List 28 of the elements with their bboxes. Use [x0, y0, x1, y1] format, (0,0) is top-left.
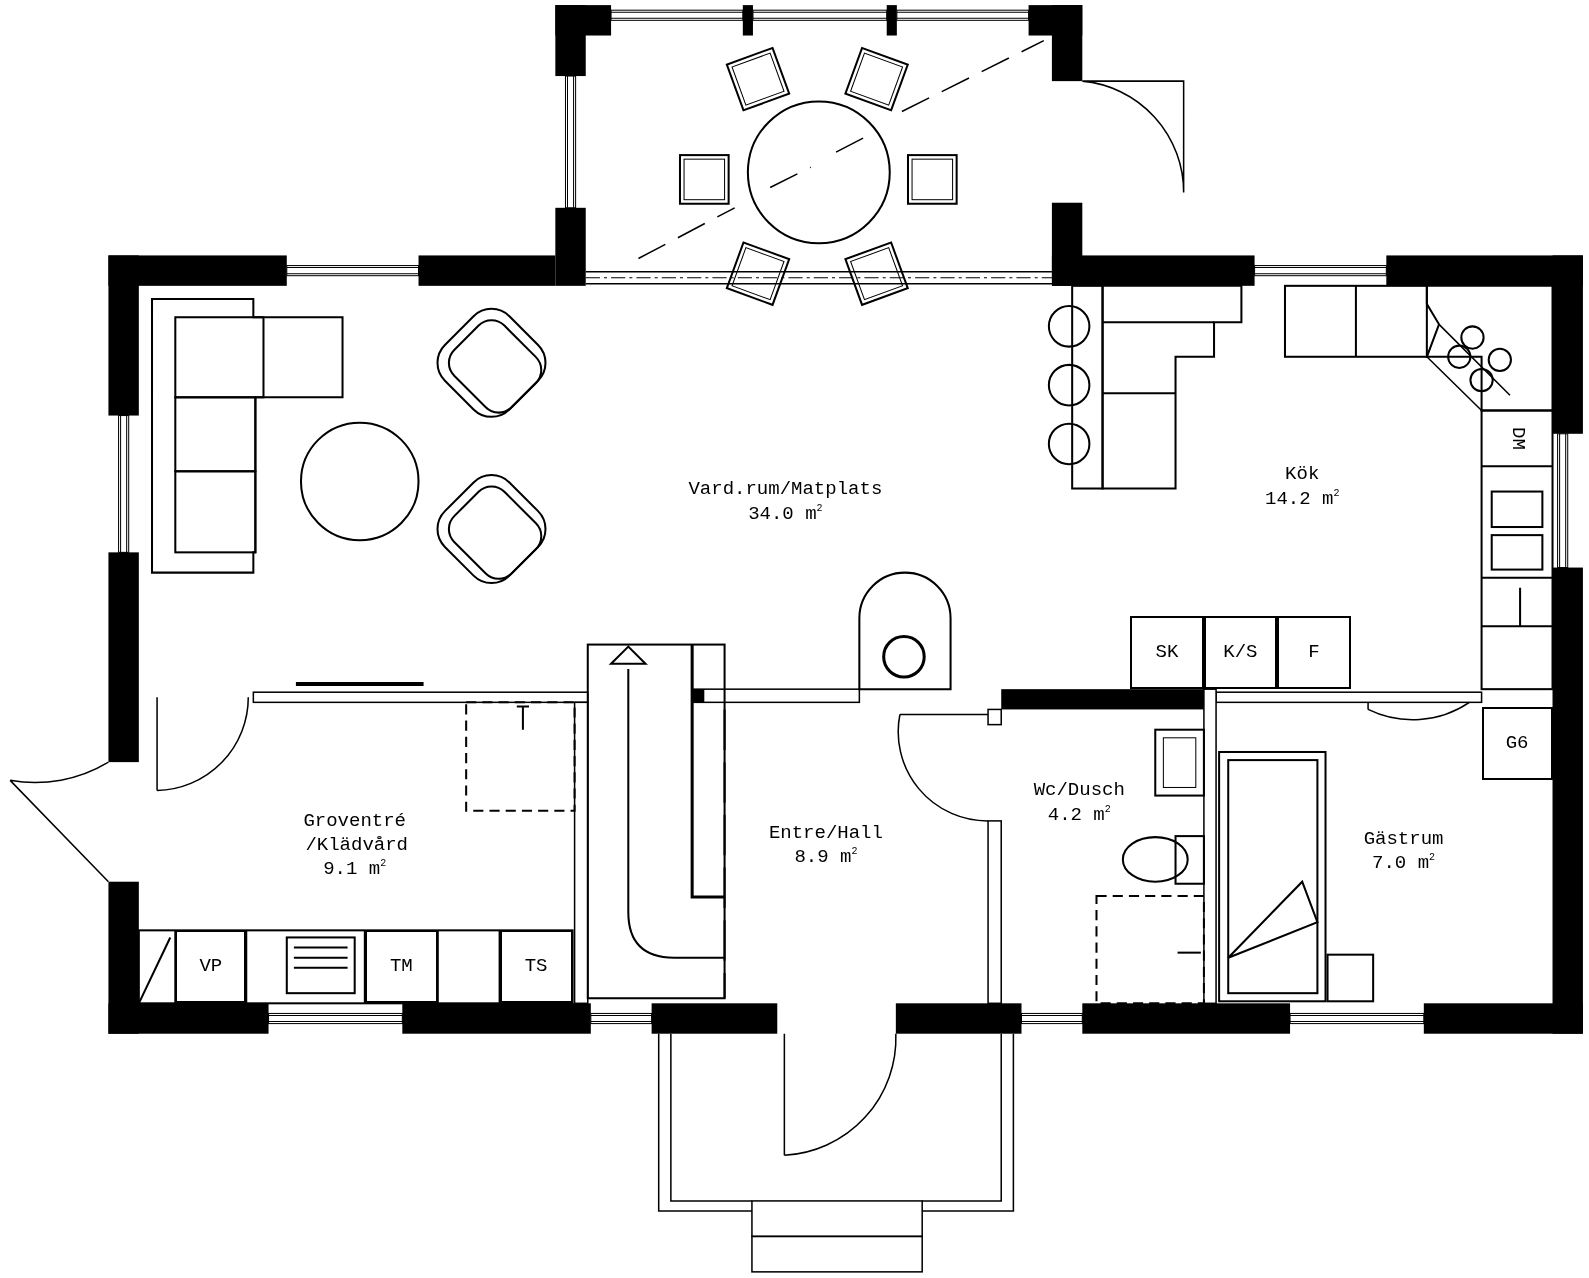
room-label: Kök: [1285, 464, 1320, 484]
room-label: 7.0 m$^{2}$: [1372, 853, 1436, 874]
appliance-label: G6: [1505, 734, 1529, 754]
appliance-label: TS: [524, 957, 548, 977]
room-label: 34.0 m$^{2}$: [748, 504, 823, 524]
appliance-label: VP: [199, 957, 223, 977]
room-label: /Klädvård: [305, 835, 408, 855]
appliance-label: F: [1308, 643, 1320, 663]
room-label: 14.2 m$^{2}$: [1265, 488, 1340, 509]
room-label: Entre/Hall: [768, 823, 883, 843]
appliance-box: [175, 930, 247, 1004]
appliance-box: [364, 930, 438, 1004]
appliance-box: [1481, 707, 1553, 781]
appliance-label: SK: [1155, 643, 1179, 663]
appliance-box: [1276, 616, 1351, 690]
room-label: 4.2 m$^{2}$: [1047, 805, 1111, 825]
appliance-box: [1203, 616, 1277, 690]
room-label: 8.9 m$^{2}$: [794, 847, 858, 867]
room-label: Gästrum: [1363, 829, 1444, 849]
appliance-box: [1129, 616, 1204, 690]
appliance-box: [499, 930, 573, 1004]
room-label: Wc/Dusch: [1033, 780, 1125, 800]
room-label: 9.1 m$^{2}$: [323, 859, 387, 880]
appliance-label: K/S: [1223, 643, 1258, 663]
appliance-label: DM: [1507, 426, 1527, 450]
appliance-label: TM: [389, 957, 413, 977]
room-label: Vard.rum/Matplats: [688, 479, 883, 499]
room-label: Groventré: [303, 811, 406, 831]
